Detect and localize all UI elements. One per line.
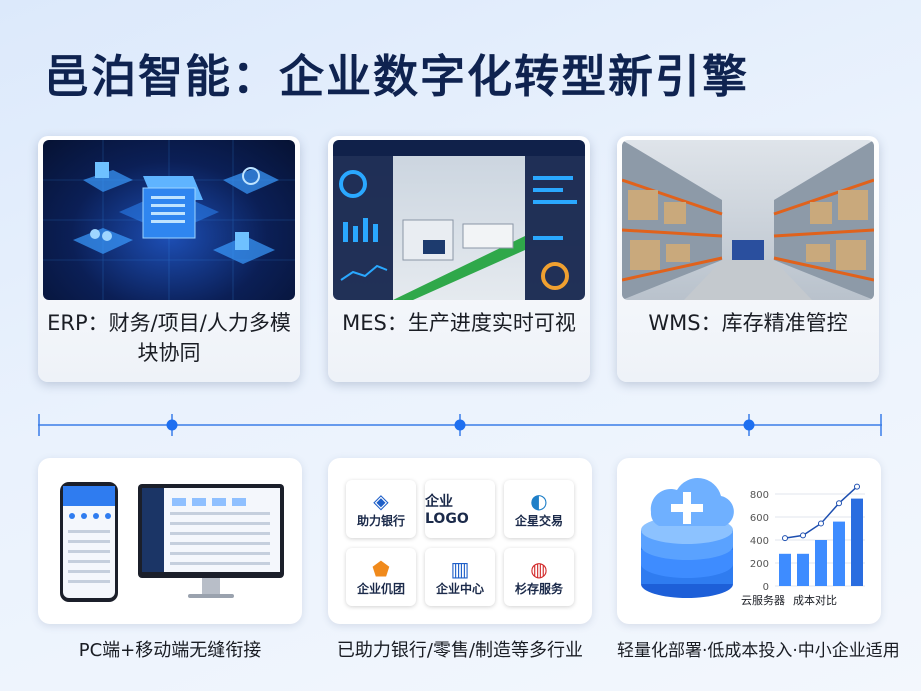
page-title: 邑泊智能：企业数字化转型新引擎: [44, 50, 750, 103]
erp-illustration: [43, 140, 295, 300]
text-logo: 企业LOGO: [425, 480, 495, 538]
erp-card: ERP：财务/项目/人力多模块协同: [38, 136, 300, 382]
cost-chart-point: [818, 520, 824, 527]
wms-caption: WMS：库存精准管控: [648, 311, 848, 335]
multi-device-caption: PC端+移动端无缝衔接: [78, 640, 262, 661]
cost-chart-tick: 800: [750, 490, 769, 501]
bank-logo-icon: ◈助力银行: [346, 480, 416, 538]
pentagon-logo-icon: ⬟企业仉团: [346, 548, 416, 606]
erp-caption: ERP：财务/项目/人力多模块协同: [47, 311, 291, 365]
timeline-node-3: [743, 419, 755, 431]
client-logos-panel: ◈助力银行 企业LOGO ◐企星交易 ⬟企业仉团 ▥企业中心 ◍杉存服务: [328, 458, 592, 624]
shield-logo-icon: ◍杉存服务: [504, 548, 574, 606]
wms-card: WMS：库存精准管控: [617, 136, 879, 382]
warehouse-illustration: [622, 140, 874, 300]
industries-caption: 已助力银行/零售/制造等多行业: [336, 640, 584, 661]
cost-chart-tick: 400: [750, 536, 769, 547]
mes-dashboard-illustration: [333, 140, 585, 300]
cost-chart-bar: [815, 540, 827, 586]
deployment-caption: 轻量化部署·低成本投入·中小企业适用: [617, 641, 900, 661]
cost-chart-bar: [833, 521, 845, 586]
timeline-node-2: [454, 419, 466, 431]
cost-chart-tick: 600: [750, 513, 769, 524]
cost-chart-point: [800, 532, 806, 539]
cost-chart-bar: [851, 498, 863, 586]
cost-chart-tick: 200: [750, 559, 769, 570]
cost-chart-bar: [779, 553, 791, 586]
cost-chart-tick: 0: [763, 582, 769, 593]
cost-chart-point: [836, 500, 842, 507]
cost-chart-point: [854, 483, 860, 490]
cost-chart-legend-label: 云服务器: [741, 594, 785, 607]
mes-caption: MES：生产进度实时可视: [342, 311, 576, 335]
cost-chart-point: [782, 535, 788, 542]
cost-chart: 800 600 400 200 0云服务器成本对比: [741, 483, 865, 607]
mes-card: MES：生产进度实时可视: [328, 136, 590, 382]
cost-chart-bar: [797, 553, 809, 586]
multi-device-panel: [38, 458, 302, 624]
star-logo-icon: ◐企星交易: [504, 480, 574, 538]
building-logo-icon: ▥企业中心: [425, 548, 495, 606]
timeline: [38, 414, 882, 436]
cloud-database-icon: [641, 478, 734, 598]
cost-chart-legend-label: 成本对比: [793, 593, 837, 607]
timeline-node-1: [166, 419, 178, 431]
